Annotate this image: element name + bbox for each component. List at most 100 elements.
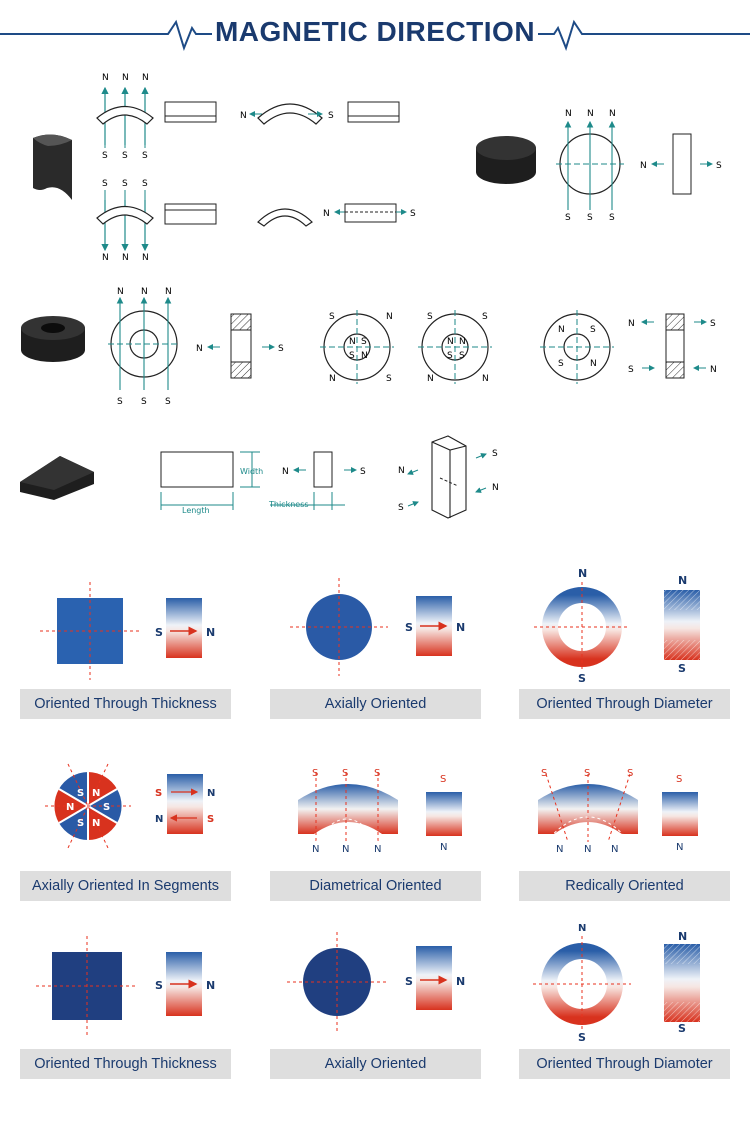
svg-text:S: S	[117, 397, 123, 407]
svg-text:N: N	[710, 365, 717, 375]
svg-text:S: S	[459, 351, 465, 361]
disc-side-view: N S	[640, 133, 722, 195]
illustration-diameter: N S N S	[534, 567, 700, 685]
pole-s: S	[122, 151, 128, 161]
label-axially-oriented-2: Axially Oriented	[270, 1049, 481, 1079]
illustration-diameter-2: N S N S	[533, 923, 700, 1044]
illustration-thickness-2: S N	[36, 936, 215, 1036]
svg-text:S: S	[716, 161, 722, 171]
ring-multipole-b: S S N N N N S S	[418, 310, 492, 384]
label-oriented-through-diameter: Oriented Through Diameter	[519, 689, 730, 719]
length-label: Length	[182, 506, 210, 515]
svg-text:S: S	[405, 621, 413, 634]
svg-text:S: S	[360, 467, 366, 477]
svg-text:N: N	[676, 842, 683, 853]
svg-text:N: N	[282, 467, 289, 477]
svg-text:N: N	[92, 788, 100, 799]
svg-text:N: N	[440, 842, 447, 853]
width-label: Width	[240, 467, 263, 476]
ring-side-view: N S	[196, 313, 284, 379]
svg-text:N: N	[578, 923, 586, 934]
svg-text:S: S	[710, 319, 716, 329]
svg-text:N: N	[565, 109, 572, 119]
svg-text:N: N	[102, 253, 109, 263]
illustration-diametrical: S S S N N N S N	[298, 768, 462, 855]
svg-text:N: N	[155, 814, 163, 825]
arc-radial-bottom: S S S N N N	[96, 179, 154, 263]
svg-text:S: S	[165, 397, 171, 407]
svg-text:N: N	[427, 374, 434, 384]
svg-text:N: N	[342, 844, 349, 855]
page-title: MAGNETIC DIRECTION	[214, 16, 536, 47]
svg-text:N: N	[628, 319, 635, 329]
svg-text:S: S	[587, 213, 593, 223]
svg-text:N: N	[584, 844, 591, 855]
thickness-label: Thickness	[268, 500, 309, 509]
svg-text:S: S	[482, 312, 488, 322]
block-3d-wire: N S S N	[398, 435, 499, 519]
svg-text:S: S	[676, 774, 682, 785]
svg-text:S: S	[342, 768, 348, 779]
illustration-segments: S N N S S N S N N S	[45, 763, 215, 849]
header: MAGNETIC DIRECTION	[0, 0, 750, 75]
svg-text:N: N	[349, 337, 356, 347]
svg-text:N: N	[587, 109, 594, 119]
svg-text:N: N	[196, 344, 203, 354]
arc-radial-top: N N N S S S	[96, 73, 154, 161]
block-magnet-3d	[20, 456, 94, 500]
block-axial: N S	[323, 203, 416, 223]
svg-text:N: N	[492, 483, 499, 493]
svg-text:S: S	[102, 179, 108, 189]
orientation-drawings: N N N S S S N S S S S N N N N S	[20, 73, 722, 519]
svg-text:N: N	[611, 844, 618, 855]
ring-multipole-c: N S S N	[540, 310, 614, 384]
svg-text:S: S	[541, 768, 547, 779]
svg-text:S: S	[328, 111, 334, 121]
svg-text:S: S	[155, 979, 163, 992]
svg-text:S: S	[678, 1022, 686, 1035]
svg-text:N: N	[590, 359, 597, 369]
svg-text:S: S	[278, 344, 284, 354]
svg-text:N: N	[609, 109, 616, 119]
svg-text:N: N	[165, 287, 172, 297]
label-oriented-through-thickness: Oriented Through Thickness	[20, 689, 231, 719]
svg-text:N: N	[312, 844, 319, 855]
svg-text:S: S	[609, 213, 615, 223]
svg-text:S: S	[329, 312, 335, 322]
pole-n: N	[102, 73, 109, 83]
svg-text:N: N	[678, 930, 687, 943]
orientation-illustrations: S N S N N S N S S N N	[36, 567, 700, 1044]
arc-magnet-3d	[33, 134, 72, 200]
svg-text:S: S	[207, 814, 214, 825]
svg-text:N: N	[142, 253, 149, 263]
svg-text:S: S	[628, 365, 634, 375]
svg-text:S: S	[410, 209, 416, 219]
label-oriented-through-thickness-2: Oriented Through Thickness	[20, 1049, 231, 1079]
svg-text:S: S	[155, 788, 162, 799]
svg-text:N: N	[323, 209, 330, 219]
svg-text:S: S	[155, 626, 163, 639]
svg-text:N: N	[578, 567, 587, 580]
svg-text:S: S	[627, 768, 633, 779]
svg-text:S: S	[492, 449, 498, 459]
svg-text:S: S	[558, 359, 564, 369]
svg-text:N: N	[361, 351, 368, 361]
svg-text:S: S	[142, 179, 148, 189]
svg-text:N: N	[456, 975, 465, 988]
svg-text:S: S	[103, 802, 110, 813]
block-dimension-view: Width Length	[160, 451, 263, 515]
ring-side-view-two-pole: N S S N	[628, 313, 717, 379]
ring-axial-view: N N N S S S	[108, 287, 180, 407]
block-thickness-view: N S Thickness	[268, 451, 366, 510]
svg-text:N: N	[206, 626, 215, 639]
svg-text:N: N	[240, 111, 247, 121]
label-diametrical-oriented: Diametrical Oriented	[270, 871, 481, 901]
svg-text:N: N	[92, 818, 100, 829]
pole-s: S	[142, 151, 148, 161]
label-axially-oriented-in-segments: Axially Oriented In Segments	[20, 871, 231, 901]
svg-text:S: S	[447, 351, 453, 361]
svg-text:N: N	[117, 287, 124, 297]
svg-text:S: S	[361, 337, 367, 347]
svg-text:N: N	[678, 574, 687, 587]
illustration-radial: S S S N N N S N	[538, 768, 698, 855]
